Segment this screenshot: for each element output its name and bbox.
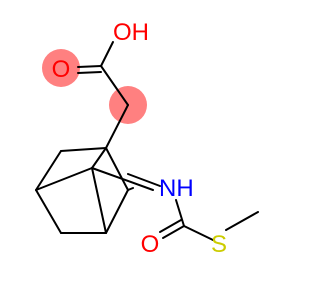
- bond-cooh-c-ch2: [100, 65, 129, 106]
- thio-carbonyl-oxygen-label: O: [141, 231, 160, 258]
- bond-cage-1: [60, 147, 107, 152]
- molecule-drawing: OH O NH O S: [35, 19, 259, 258]
- bond-cage-10: [91, 167, 107, 234]
- bond-cage-2: [35, 150, 62, 191]
- highlight-carbonyl-oxygen: [42, 49, 80, 87]
- bond-nh-c: [175, 199, 185, 227]
- bond-c-s: [183, 225, 214, 241]
- bond-cooh-c-oh: [100, 41, 114, 67]
- bond-cage-7: [105, 147, 129, 191]
- bond-cooh-c=o-1: [77, 65, 102, 68]
- bond-cage-8: [91, 147, 107, 169]
- bond-cage-nh: [127, 173, 161, 187]
- bond-cage-11: [91, 167, 154, 191]
- bond-c=o-1: [162, 225, 185, 239]
- hydroxyl-label: OH: [113, 19, 149, 46]
- bond-cage-3: [35, 189, 62, 234]
- bond-cage-9: [35, 167, 93, 191]
- acid-carbonyl-oxygen-label: O: [52, 56, 71, 83]
- sulfur-label: S: [211, 231, 227, 258]
- bond-cooh-c=o-2: [77, 71, 102, 74]
- bond-s-ch3: [225, 211, 259, 231]
- structure-svg: OH O NH O S: [35, 19, 259, 258]
- amine-nitrogen-label: NH: [159, 175, 194, 202]
- bond-c=o-2: [159, 219, 182, 233]
- bond-ch2-adamantyl: [105, 104, 129, 149]
- bond-cage-5: [105, 189, 129, 234]
